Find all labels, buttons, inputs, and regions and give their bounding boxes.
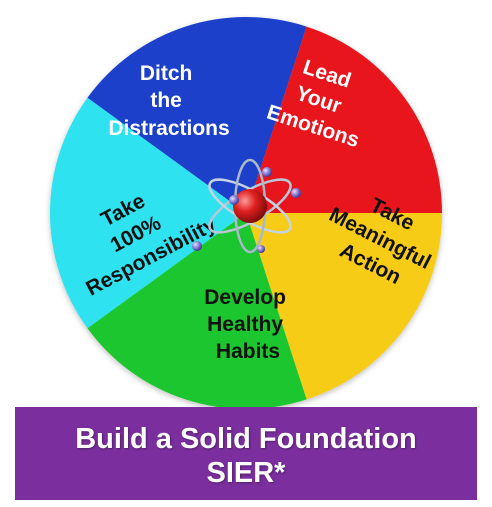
banner-subtitle: SIER*: [206, 456, 286, 489]
label-ditch-the-distractions: Ditch the Distractions: [108, 62, 229, 140]
label-develop-healthy-habits: Develop Healthy Habits: [204, 286, 292, 363]
foundation-banner: Build a Solid Foundation SIER*: [15, 407, 477, 500]
segment-take-meaningful-action: [246, 213, 442, 400]
segment-develop-healthy-habits: [87, 213, 307, 410]
segment-lead-your-emotions: [246, 26, 443, 214]
segment-ditch-the-distractions: [87, 16, 307, 213]
banner-title: Build a Solid Foundation: [75, 422, 417, 455]
label-take-meaningful-action: Take Meaningful Action: [313, 179, 452, 301]
atom-icon: [192, 158, 301, 254]
segment-take-100-responsibility: [49, 97, 246, 329]
